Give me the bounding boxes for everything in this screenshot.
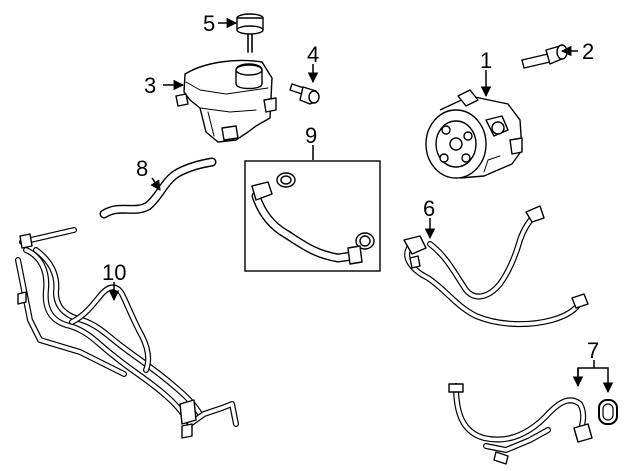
part-9-hose-assembly[interactable] xyxy=(251,172,375,265)
callout-9[interactable]: 9 xyxy=(305,123,317,148)
part-1-power-steering-pump[interactable] xyxy=(425,89,523,179)
part-7-o-ring[interactable] xyxy=(598,399,618,425)
callout-8[interactable]: 8 xyxy=(136,156,148,181)
callout-5[interactable]: 5 xyxy=(203,11,215,36)
part-8-hose[interactable] xyxy=(99,157,217,219)
callout-1[interactable]: 1 xyxy=(480,48,492,73)
callout-6[interactable]: 6 xyxy=(423,196,435,221)
callout-4[interactable]: 4 xyxy=(307,42,319,67)
part-6-pressure-hose[interactable] xyxy=(403,205,589,328)
part-5-reservoir-cap[interactable] xyxy=(236,13,264,53)
part-4-bolt[interactable] xyxy=(289,83,320,105)
leader-lines xyxy=(108,17,614,394)
callout-10[interactable]: 10 xyxy=(102,260,126,285)
part-7-return-hose[interactable] xyxy=(448,383,593,465)
callout-3[interactable]: 3 xyxy=(144,73,156,98)
part-3-reservoir[interactable] xyxy=(175,59,277,143)
callout-labels: 5 3 4 2 1 9 8 6 10 7 xyxy=(102,11,599,363)
callout-2[interactable]: 2 xyxy=(582,39,594,64)
part-10-cooler-tube-assembly[interactable] xyxy=(15,227,239,439)
callout-7[interactable]: 7 xyxy=(587,338,599,363)
part-2-bolt[interactable] xyxy=(521,44,568,69)
